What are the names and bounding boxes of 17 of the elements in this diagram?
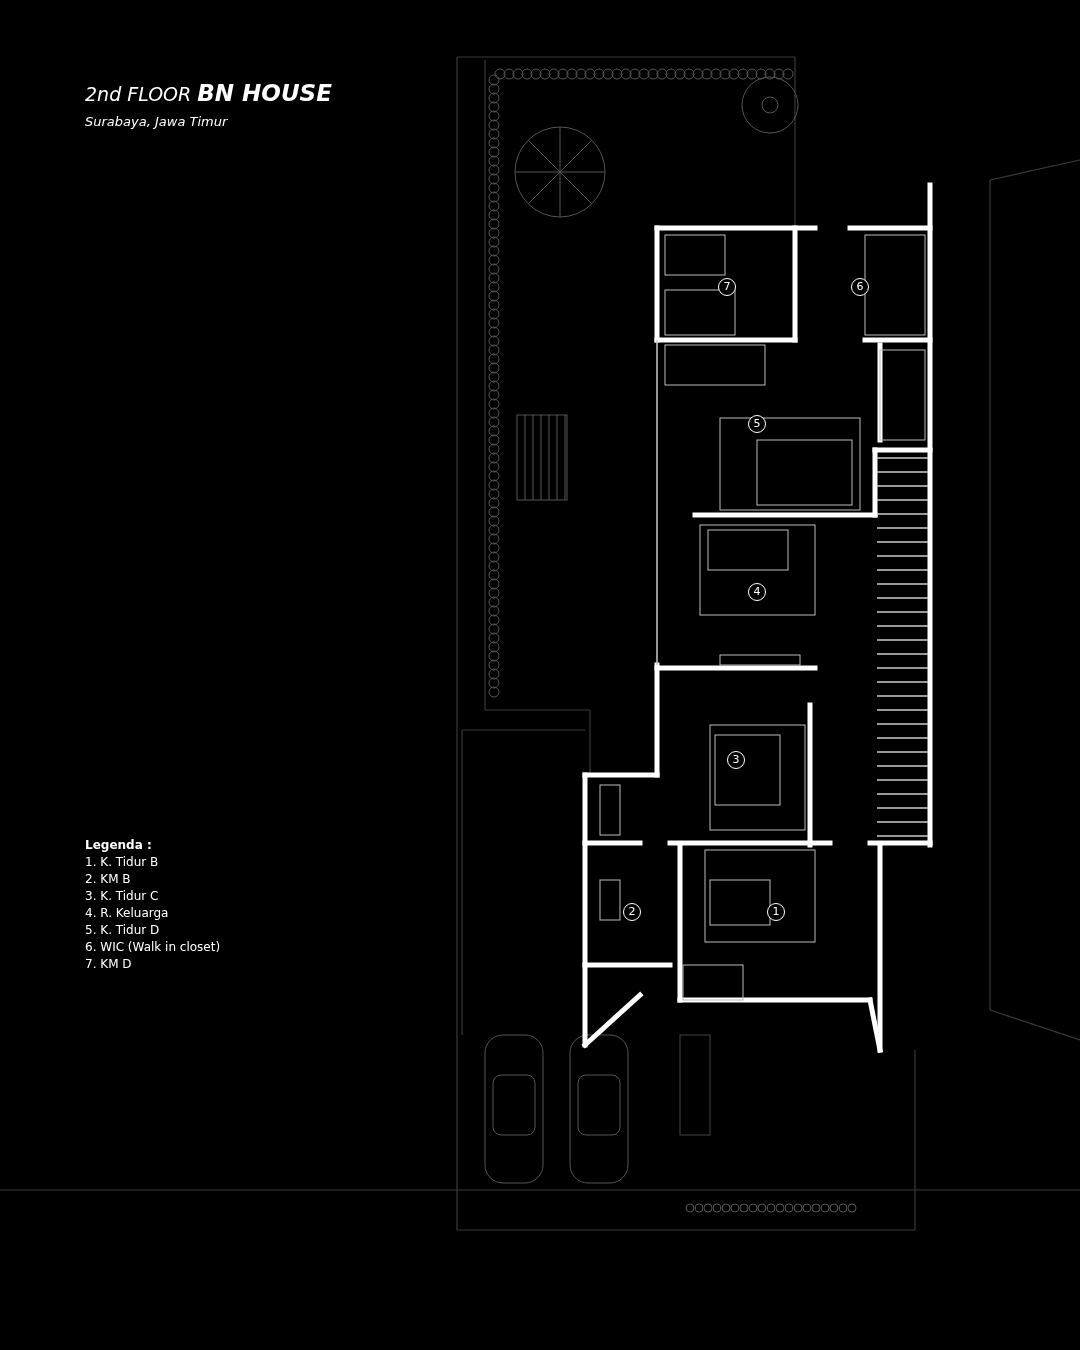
legend-entry: 4. R. Keluarga <box>85 906 169 920</box>
room-number: 2 <box>623 903 641 921</box>
legend-heading: Legenda : <box>85 838 152 852</box>
legend-entry: 3. K. Tidur C <box>85 889 159 903</box>
location-subtitle: Surabaya, Jawa Timur <box>85 114 228 129</box>
legend-entry: 2. KM B <box>85 872 131 886</box>
room-number: 5 <box>748 415 766 433</box>
room-number: 6 <box>851 278 869 296</box>
room-number: 7 <box>718 278 736 296</box>
room-number: 4 <box>748 583 766 601</box>
room-number: 1 <box>767 903 785 921</box>
legend-entry: 7. KM D <box>85 957 132 971</box>
plan-title: 2nd FLOOR BN HOUSE <box>85 80 332 106</box>
legend-entry: 6. WIC (Walk in closet) <box>85 940 221 954</box>
room-number: 3 <box>727 751 745 769</box>
legend-entry: 5. K. Tidur D <box>85 923 160 937</box>
legend-entry: 1. K. Tidur B <box>85 855 159 869</box>
